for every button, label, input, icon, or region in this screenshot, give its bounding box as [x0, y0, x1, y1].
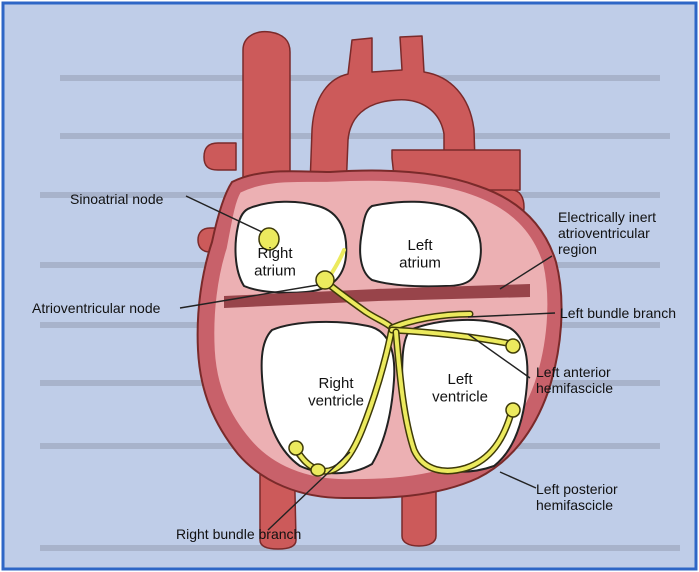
label-line: Left anterior [536, 364, 611, 380]
right-bundle-branch-label: Right bundle branch [176, 526, 301, 542]
label-line: ventricle [308, 392, 364, 409]
label-line: atrium [254, 262, 296, 279]
sinoatrial-node-label: Sinoatrial node [70, 191, 164, 207]
atrioventricular-node-label: Atrioventricular node [32, 300, 161, 316]
label-line: region [558, 241, 597, 257]
label-line: Right [257, 245, 293, 262]
label-line: hemifascicle [536, 497, 613, 513]
av-node-dot-icon [316, 271, 334, 289]
label-line: Electrically inert [558, 209, 656, 225]
purkinje-terminal [506, 339, 520, 353]
label-line: Left bundle branch [560, 305, 676, 321]
left-bundle-branch-label: Left bundle branch [560, 305, 676, 321]
label-line: Right bundle branch [176, 526, 301, 542]
label-line: Left [407, 237, 433, 254]
label-line: hemifascicle [536, 380, 613, 396]
label-line: Right [318, 375, 354, 392]
purkinje-terminal [311, 464, 325, 476]
label-line: Sinoatrial node [70, 191, 164, 207]
label-line: Left posterior [536, 481, 618, 497]
label-line: atrium [399, 254, 441, 271]
label-line: Left [447, 371, 473, 388]
label-line: ventricle [432, 388, 488, 405]
purkinje-terminal [289, 441, 303, 455]
label-line: atrioventricular [558, 225, 650, 241]
purkinje-terminal [506, 403, 520, 417]
pulmonary-vessel [204, 143, 236, 170]
label-line: Atrioventricular node [32, 300, 161, 316]
